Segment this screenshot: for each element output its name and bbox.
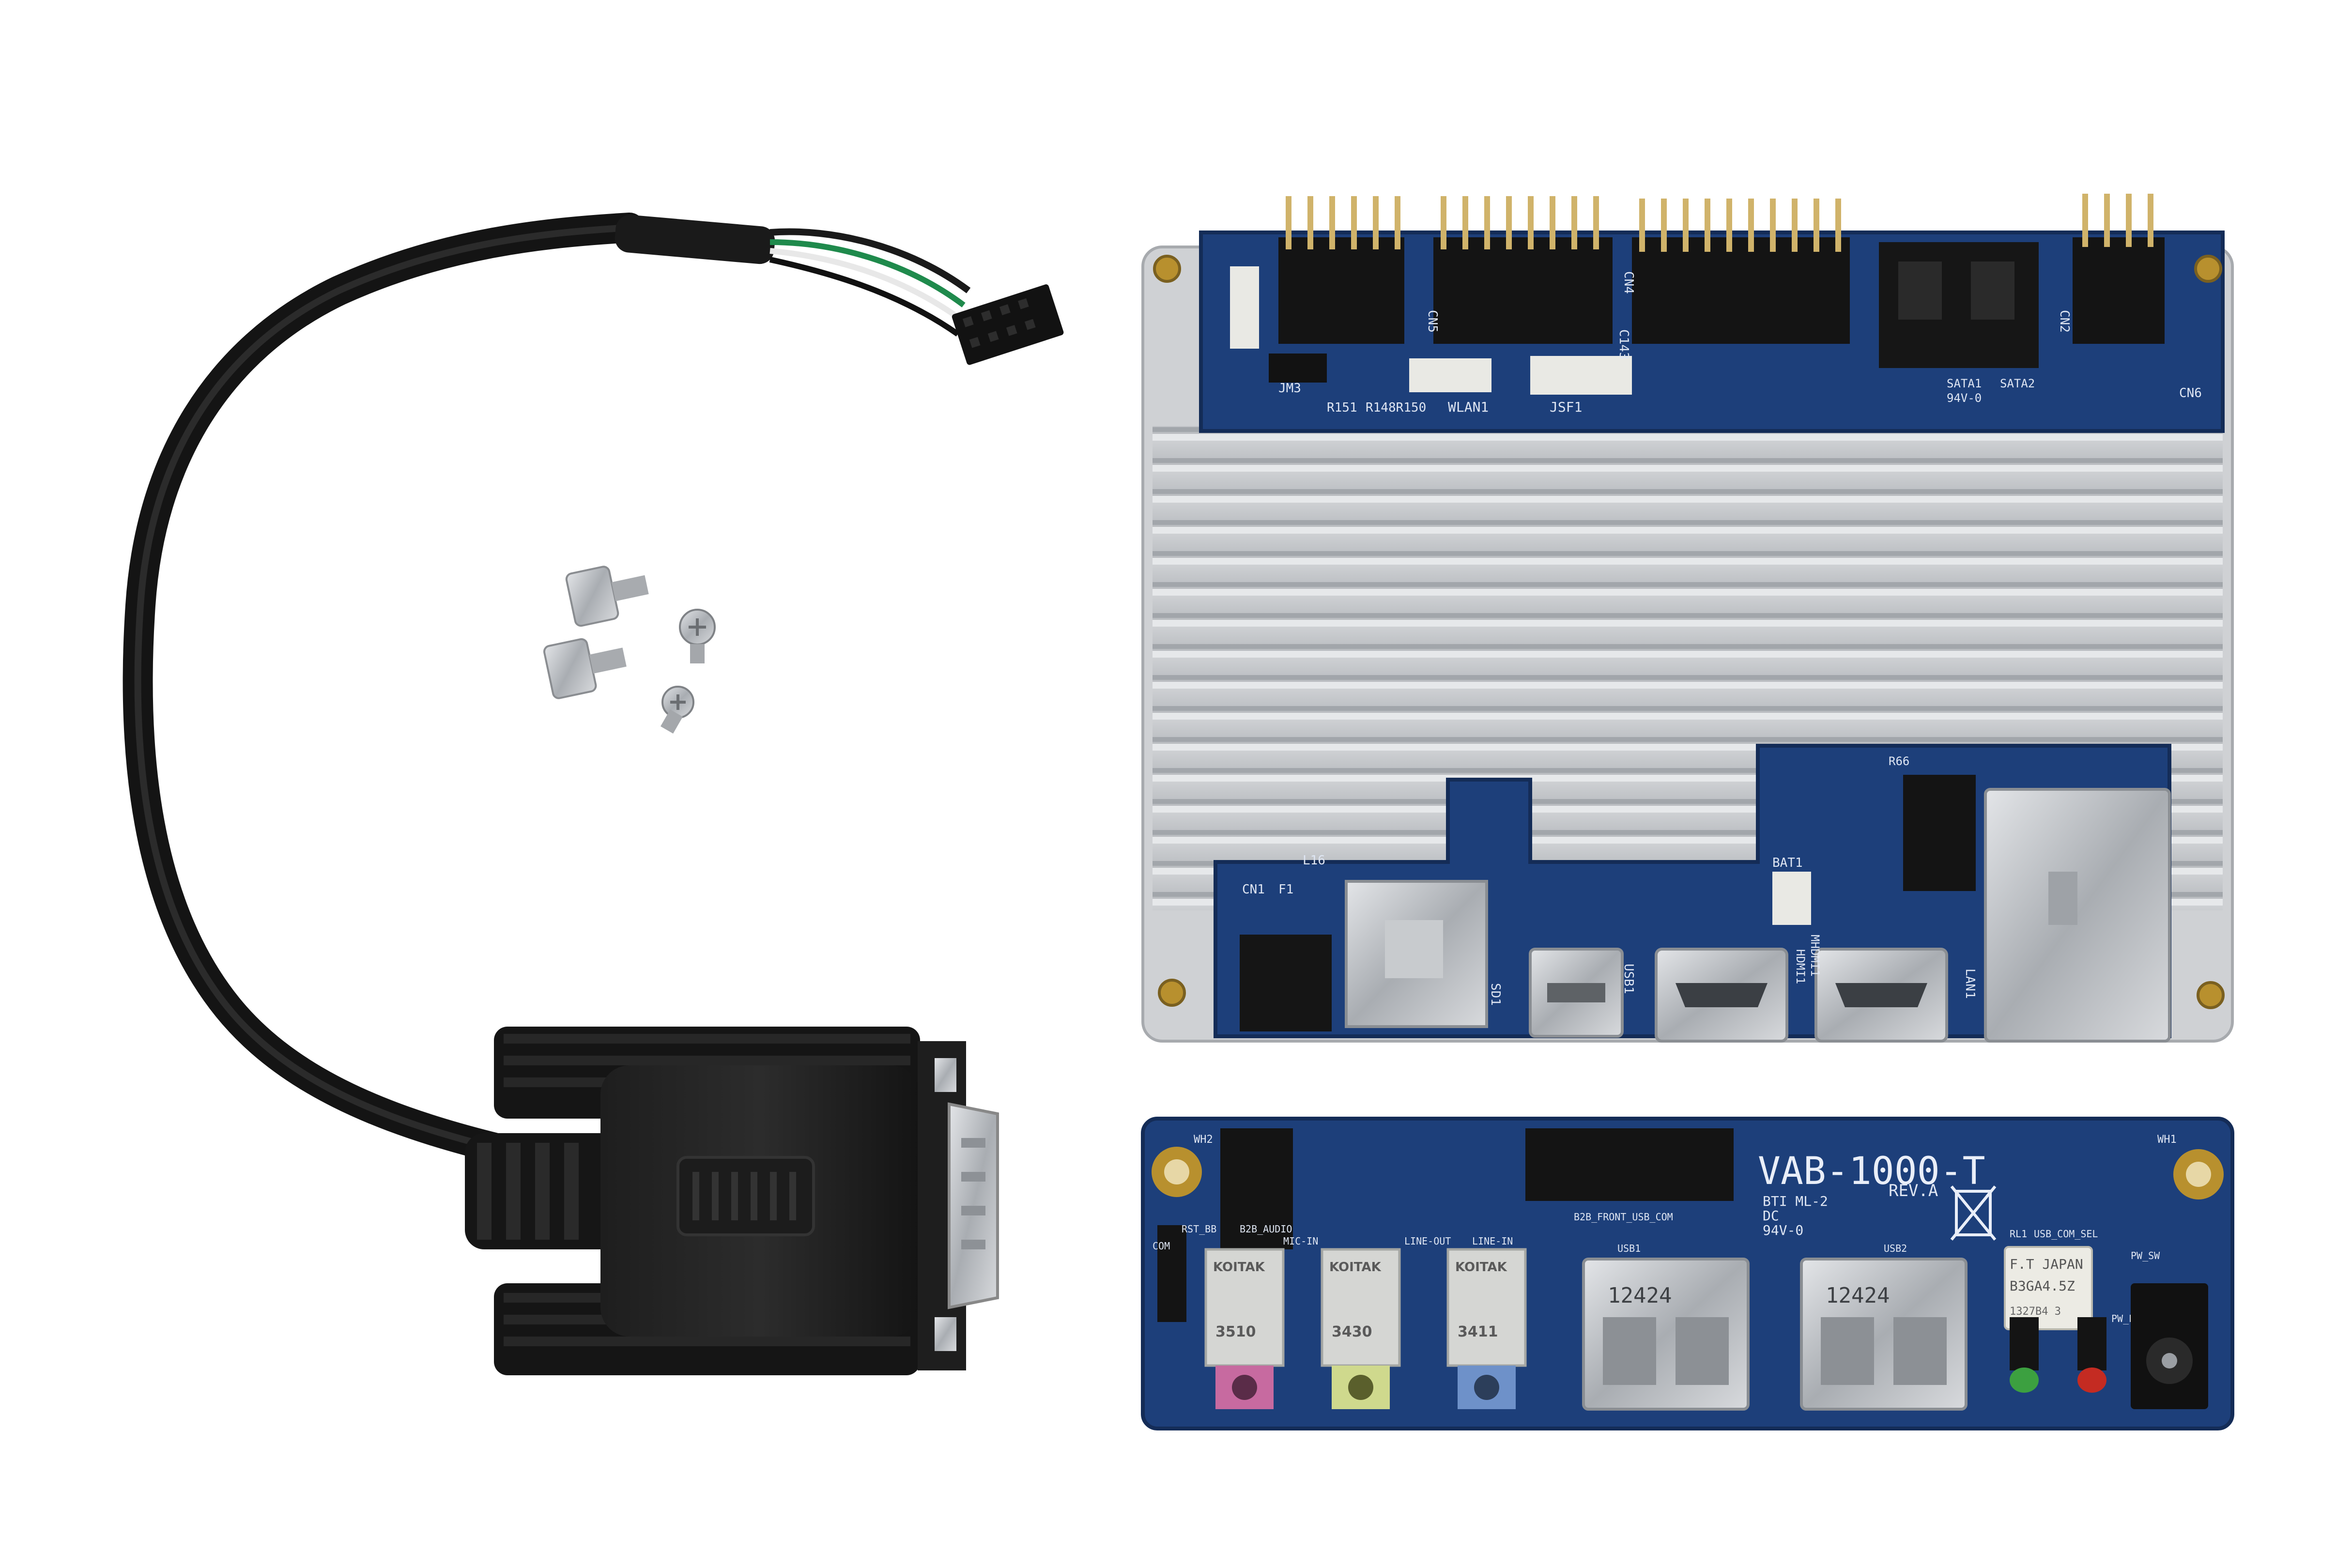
label-c143: C143 [1616,329,1631,360]
usb-port-1: 12424 [1582,1258,1750,1411]
usb-port-2: 12424 [1800,1258,1968,1411]
label-jm3: JM3 [1278,381,1301,396]
standoffs [543,566,649,699]
label-sd1: SD1 [1488,983,1503,1006]
label-usb1-io: USB1 [1617,1243,1641,1254]
label-r151: R151 [1327,400,1357,415]
label-pw-sw: PW_SW [2131,1250,2160,1261]
label-b2b-front-usb-com: B2B_FRONT_USB_COM [1574,1211,1673,1223]
weee-bin-icon [1950,1185,1997,1241]
label-line-out: LINE-OUT [1404,1235,1451,1247]
fab-line-1: BTI ML-2 [1763,1193,1828,1209]
pin-header-housing [952,284,1064,365]
label-rl1: RL1 [2010,1228,2027,1240]
label-mhdmi1: MHDMI1 [1808,935,1822,977]
green-led [2010,1368,2039,1393]
main-board: CN5 CN4 C143 CN2 CN6 JSF1 WLAN1 R151 R14… [1141,194,2234,1043]
jack-brand-2: KOITAK [1329,1260,1382,1275]
label-mic-in: MIC-IN [1283,1235,1318,1247]
jack-brand-1: KOITAK [1213,1260,1265,1275]
label-cn1: CN1 [1242,882,1265,897]
io-board: WH2 WH1 VAB-1000-T BTI ML-2 DC 94V-0 REV… [1141,1117,2234,1430]
jack-brand-3: KOITAK [1455,1260,1507,1275]
label-l16: L16 [1303,853,1325,868]
audio-jack-line-out: KOITAK 3430 [1321,1248,1401,1409]
label-com: COM [1153,1240,1170,1252]
label-line-in: LINE-IN [1472,1235,1513,1247]
screws [661,609,716,734]
label-wlan1: WLAN1 [1448,399,1489,415]
label-f1: F1 [1278,882,1293,897]
usb-pin-header-cable [123,213,1064,1187]
fab-line-3: 94V-0 [1763,1222,1803,1238]
label-b2b-audio: B2B_AUDIO [1240,1223,1292,1235]
revision-label: REV.A [1889,1181,1938,1200]
label-cn5: CN5 [1425,310,1440,333]
label-cn6: CN6 [2179,386,2202,400]
label-jsf1: JSF1 [1550,399,1582,415]
label-r148r150: R148R150 [1366,400,1426,415]
relay-line-3: 1327B4 3 [2010,1306,2061,1318]
relay: F.T JAPAN B3GA4.5Z 1327B4 3 [2004,1246,2093,1330]
jack-code-3: 3411 [1458,1323,1498,1340]
label-cn4: CN4 [1621,271,1636,294]
red-led [2077,1368,2106,1393]
label-usb-com-sel: USB_COM_SEL [2034,1228,2098,1240]
relay-line-1: F.T JAPAN [2010,1256,2083,1272]
pin-header-row [1278,194,2165,344]
label-sata-rating: 94V-0 [1947,391,1982,405]
label-r66: R66 [1889,754,1909,768]
usb-code-1: 12424 [1608,1283,1672,1308]
label-usb2-io: USB2 [1884,1243,1907,1254]
label-usb1: USB1 [1621,964,1636,994]
label-wh2: WH2 [1194,1134,1213,1146]
fab-line-2: DC [1763,1208,1779,1224]
jack-code-2: 3430 [1332,1323,1372,1340]
label-sata1: SATA1 [1947,377,1982,390]
audio-jack-mic: KOITAK 3510 [1204,1248,1285,1409]
label-cn2: CN2 [2057,310,2072,333]
relay-line-2: B3GA4.5Z [2010,1278,2075,1294]
audio-jack-line-in: KOITAK 3411 [1446,1248,1527,1409]
label-bat1: BAT1 [1772,856,1803,870]
label-sata2: SATA2 [2000,377,2035,390]
usb-code-2: 12424 [1826,1283,1890,1308]
jack-code-1: 3510 [1215,1323,1256,1340]
label-hdmi1: HDMI1 [1794,949,1807,984]
label-lan1: LAN1 [1963,968,1977,999]
db9-serial-connector [465,1027,999,1375]
label-rst-bb: RST_BB [1182,1223,1216,1235]
label-wh1: WH1 [2157,1134,2177,1146]
model-label: VAB-1000-T [1758,1150,1985,1193]
